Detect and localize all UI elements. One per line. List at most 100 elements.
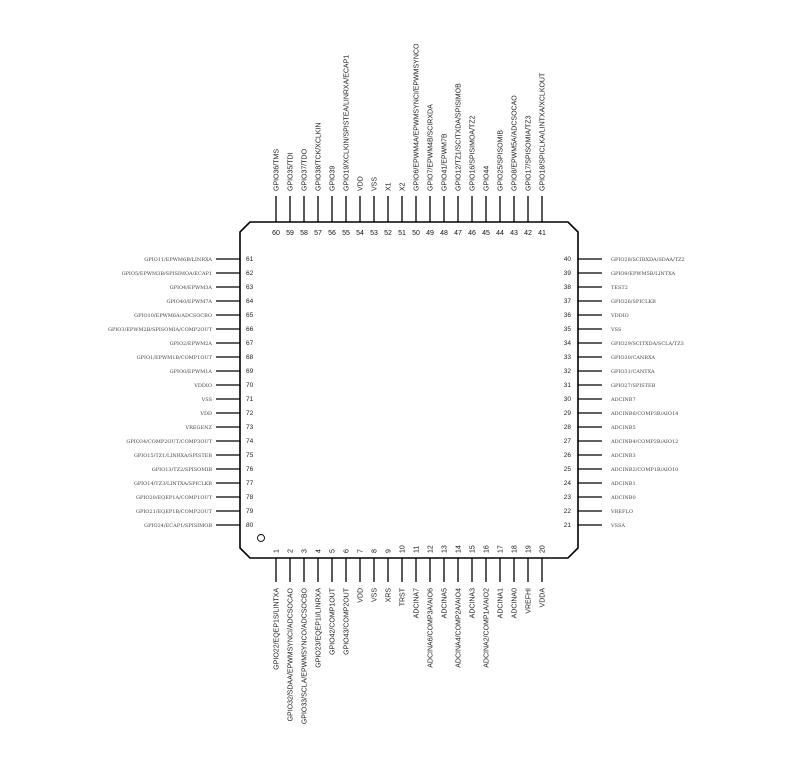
pin-number: 50 [412, 230, 420, 237]
pin-label: GPIO42/COMP1OUT [330, 587, 337, 655]
pin-number: 73 [246, 424, 254, 431]
pin-number: 8 [372, 549, 379, 553]
pin-label: GPIO11/EPWM6B/LINRXA [144, 257, 212, 263]
pin-label: GPIO22/EQEP1S/LINTXA [274, 588, 281, 670]
pin-number: 43 [510, 230, 518, 237]
pin-number: 72 [246, 410, 254, 417]
pin-label: GPIO31/CANTXA [611, 369, 655, 375]
pin-number: 5 [330, 549, 337, 553]
pin-label: GPIO39 [330, 166, 337, 191]
pin-number: 24 [564, 480, 572, 487]
pin-number: 80 [246, 522, 254, 529]
pin-number: 7 [358, 549, 365, 553]
pin-number: 56 [328, 230, 336, 237]
top-pin-group: 60GPIO36/TMS59GPIO35/TDI58GPIO37/TDO57GP… [272, 43, 546, 237]
pin-number: 53 [370, 230, 378, 237]
pin-number: 68 [246, 354, 254, 361]
pin-number: 77 [246, 480, 254, 487]
pin-label: GPIO5/EPWM3B/SPISIMOA/ECAP1 [122, 271, 212, 277]
pin-label: VDD [199, 411, 212, 417]
pin-number: 13 [442, 545, 449, 553]
pin-label: GPIO29/SCITXDA/SCLA/TZ3 [611, 341, 684, 347]
pin-number: 21 [564, 522, 572, 529]
pin-label: VSS [610, 327, 622, 333]
pin-label: TRST [400, 587, 407, 606]
pin-label: GPIO28/SCIRXDA/SDAA/TZ2 [611, 257, 685, 263]
pin-label: GPIO16/SPISIMOA/TZ2 [470, 115, 477, 191]
pin-number: 58 [300, 230, 308, 237]
pin-label: VSS [372, 588, 379, 602]
pin-number: 57 [314, 230, 322, 237]
pin-label: XRS [386, 588, 393, 603]
left-pin-group: 61GPIO11/EPWM6B/LINRXA62GPIO5/EPWM3B/SPI… [108, 256, 254, 529]
pin-number: 15 [470, 545, 477, 553]
pin-number: 63 [246, 284, 254, 291]
pin-label: GPIO19/XCLKIN/SPISTEA/LINRXA/ECAP1 [344, 55, 351, 191]
pin-number: 42 [524, 230, 532, 237]
pin-label: GPIO2/EPWM2A [170, 341, 213, 347]
pin-label: VDDIO [610, 313, 629, 319]
pin-label: GPIO43/COMP2OUT [344, 587, 351, 655]
pin-label: VDDA [540, 588, 547, 608]
pin-label: VREFHI [526, 588, 533, 614]
pin-label: GPIO1/EPWM1B/COMP1OUT [137, 355, 213, 361]
pin-label: ADCINB7 [610, 397, 636, 403]
pin-number: 62 [246, 270, 254, 277]
pin-number: 52 [384, 230, 392, 237]
pin-number: 28 [564, 424, 572, 431]
pin-label: GPIO32/SDAA/EPWMSYNCI/ADCSOCAO [288, 587, 295, 721]
pin-label: VDD [358, 176, 365, 191]
pin-number: 71 [246, 396, 254, 403]
pin-number: 78 [246, 494, 254, 501]
pin-label: GPIO44 [484, 166, 491, 191]
pin-number: 29 [564, 410, 572, 417]
pin-number: 12 [428, 545, 435, 553]
pin-number: 2 [288, 549, 295, 553]
pin-number: 37 [564, 298, 572, 305]
pin-number: 60 [272, 230, 280, 237]
pin-number: 75 [246, 452, 254, 459]
pin-number: 54 [356, 230, 364, 237]
pin-number: 26 [564, 452, 572, 459]
pin-number: 55 [342, 230, 350, 237]
pin1-marker [257, 534, 265, 542]
pin-label: GPIO27/SPISTEB [611, 383, 656, 389]
pin-label: GPIO36/TMS [274, 149, 281, 191]
pin-label: GPIO20/EQEP1A/COMP1OUT [136, 495, 213, 501]
pin-label: GPIO33/SCLA/EPWMSYNCO/ADCSOCBO [302, 587, 309, 724]
pin-number: 14 [456, 545, 463, 553]
chip-body [239, 221, 579, 559]
pin-label: VDDIO [193, 383, 212, 389]
pin-label: GPIO17/SPISOMIA/TZ3 [526, 115, 533, 191]
pin-number: 40 [564, 256, 572, 263]
pin-number: 17 [498, 545, 505, 553]
pin-label: VSSA [610, 523, 625, 529]
pin-number: 9 [386, 549, 393, 553]
pin-label: ADCINB1 [610, 481, 636, 487]
pin-label: GPIO21/EQEP1B/COMP2OUT [136, 509, 213, 515]
pin-number: 51 [398, 230, 406, 237]
pin-number: 76 [246, 466, 254, 473]
pin-number: 38 [564, 284, 572, 291]
pin-number: 22 [564, 508, 572, 515]
pin-label: GPIO12/TZ1/SCITXDA/SPISIMOB [456, 83, 463, 191]
pin-number: 25 [564, 466, 572, 473]
pin-label: GPIO26/SPICLKB [611, 299, 656, 305]
pin-label: ADCINA1 [498, 588, 505, 618]
pin-label: GPIO23/EQEP1I/LINRXA [316, 588, 323, 668]
pin-label: ADCINA5 [442, 588, 449, 618]
pin-label: ADCINB3 [610, 453, 636, 459]
pin-number: 44 [496, 230, 504, 237]
pin-number: 19 [526, 545, 533, 553]
pin-label: GPIO14/TZ3/LINTXA/SPICLKB [134, 481, 212, 487]
pin-label: GPIO37/TDO [302, 148, 309, 191]
pin-label: ADCINB6/COMP3B/AIO14 [610, 411, 678, 417]
pin-label: ADCINA4/COMP2A/AIO4 [456, 588, 463, 668]
pin-label: ADCINB2/COMP1B/AIO10 [610, 467, 678, 473]
pin-label: GPIO8/EPWM5A/ADCSOCAO [512, 95, 519, 191]
pin-label: ADCINA3 [470, 588, 477, 618]
pin-label: GPIO9/EPWM5B/LINTXA [611, 271, 675, 277]
pin-number: 49 [426, 230, 434, 237]
pin-label: GPIO35/TDI [288, 152, 295, 191]
